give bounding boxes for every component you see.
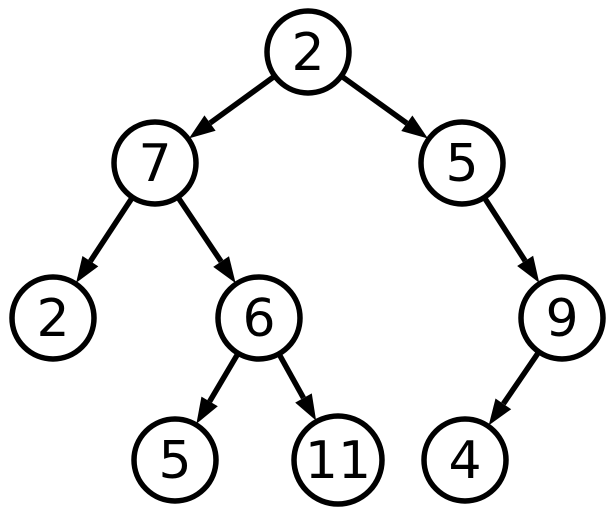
edge-arrowhead-icon <box>295 393 317 421</box>
tree-edge <box>76 196 135 283</box>
node-label: 11 <box>305 431 371 491</box>
tree-edge <box>196 352 240 424</box>
tree-edge <box>482 196 540 283</box>
node-label: 7 <box>138 134 171 194</box>
tree-node[interactable]: 7 <box>111 119 199 207</box>
edge-arrowhead-icon <box>196 396 218 424</box>
tree-edge <box>176 196 236 284</box>
node-circle[interactable] <box>264 8 352 96</box>
edge-line <box>207 352 240 403</box>
node-label: 5 <box>158 431 191 491</box>
node-circle[interactable] <box>111 119 199 207</box>
node-label: 4 <box>448 431 481 491</box>
node-label: 6 <box>242 289 275 349</box>
edge-arrowhead-icon <box>401 115 428 139</box>
edge-line <box>88 196 135 263</box>
edge-arrowhead-icon <box>213 256 236 284</box>
edge-line <box>277 353 306 400</box>
tree-edge <box>488 351 541 426</box>
tree-node[interactable]: 6 <box>215 274 303 362</box>
edge-arrowhead-icon <box>488 398 512 426</box>
node-circle[interactable] <box>418 119 506 207</box>
node-label: 5 <box>445 134 478 194</box>
edge-line <box>340 74 409 126</box>
node-label: 9 <box>545 289 578 349</box>
tree-node[interactable]: 5 <box>418 119 506 207</box>
node-circle[interactable] <box>131 416 219 504</box>
node-label: 2 <box>291 23 324 83</box>
tree-node[interactable]: 4 <box>421 416 509 504</box>
edge-line <box>501 351 541 406</box>
node-circle[interactable] <box>215 274 303 362</box>
tree-node[interactable]: 2 <box>264 8 352 96</box>
node-circle[interactable] <box>291 413 385 507</box>
tree-node[interactable]: 11 <box>291 413 385 507</box>
edge-line <box>208 74 276 126</box>
tree-node[interactable]: 9 <box>518 274 606 362</box>
edge-line <box>482 196 528 263</box>
node-circle[interactable] <box>421 416 509 504</box>
edge-arrowhead-icon <box>189 115 216 139</box>
tree-edge <box>277 353 317 421</box>
node-circle[interactable] <box>9 274 97 362</box>
tree-edge <box>189 74 276 139</box>
edge-arrowhead-icon <box>517 255 540 283</box>
node-circle[interactable] <box>518 274 606 362</box>
edge-layer <box>76 74 541 426</box>
node-label: 2 <box>36 289 69 349</box>
tree-edge <box>340 74 428 139</box>
edge-line <box>176 196 224 264</box>
edge-arrowhead-icon <box>76 255 99 283</box>
tree-node[interactable]: 5 <box>131 416 219 504</box>
node-layer: 2 7 5 2 6 9 5 11 4 <box>9 8 606 507</box>
tree-node[interactable]: 2 <box>9 274 97 362</box>
